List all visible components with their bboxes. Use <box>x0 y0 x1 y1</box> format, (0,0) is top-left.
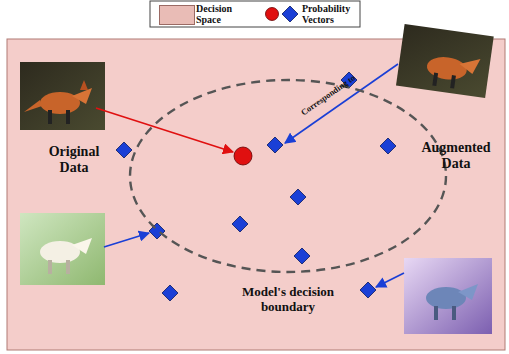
legend-text: Decision Space <box>196 3 252 25</box>
boundary-label: Model's decision boundary <box>223 284 353 314</box>
original-vector <box>234 147 252 165</box>
legend-diamond <box>282 6 298 22</box>
augmented-photo-pale <box>20 213 105 285</box>
augmented-photo-inverted <box>404 258 492 334</box>
augmented-photo-rotated <box>396 24 494 98</box>
augmented-vectors <box>116 72 396 301</box>
original-photo <box>20 62 105 130</box>
data-label: Augmented Data <box>414 140 498 172</box>
blue-arrow <box>376 273 404 287</box>
legend-swatch <box>159 5 195 25</box>
legend-frame <box>150 1 360 27</box>
data-label: Original Data <box>36 144 112 176</box>
decision-boundary: Model's decision boundary <box>128 78 448 274</box>
legend-circle <box>266 8 279 21</box>
blue-arrow <box>104 233 149 247</box>
blue-arrow <box>285 64 398 143</box>
legend-text: Probability Vectors <box>302 3 360 25</box>
dashed-ellipse <box>128 78 448 274</box>
red-arrow <box>96 108 233 152</box>
